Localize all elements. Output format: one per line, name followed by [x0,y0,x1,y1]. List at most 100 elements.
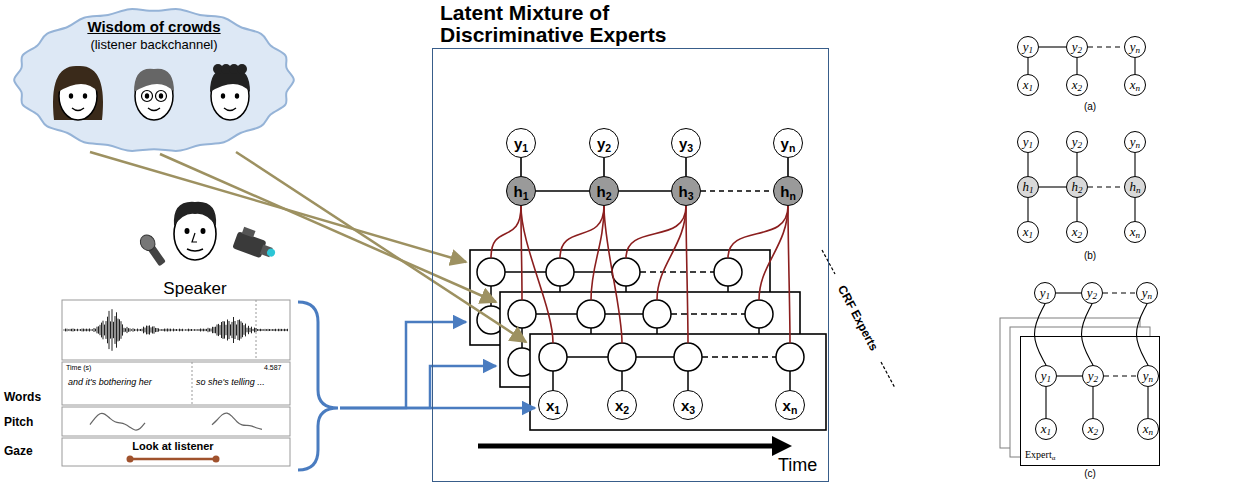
drawing-part [213,456,220,463]
drawing-part [62,438,290,466]
variable-letter: x [1072,77,1078,92]
variable-name: yn [1130,134,1140,150]
variable-index: 2 [1078,185,1083,195]
row-label: Gaze [4,444,33,458]
model-edge [1039,46,1066,47]
model-edge [619,190,671,192]
model-edge [1027,198,1028,221]
variable-letter: y [1130,134,1136,149]
listener-face [210,64,250,120]
variable-name: h1 [1022,179,1033,195]
variable-index: 2 [1094,427,1099,437]
variable-name: hn [1129,179,1140,195]
mixture-link [728,206,788,258]
variable-letter: h [513,183,522,200]
variable-letter: h [678,183,687,200]
variable-letter: y [1130,39,1136,54]
model-edge [1088,186,1124,187]
model-edge [1103,292,1136,293]
variable-node: x1 [1017,74,1039,96]
variable-name: y1 [1041,368,1051,384]
state-circle [508,300,536,328]
variable-name: y1 [514,135,528,152]
variable-index: 2 [1078,230,1083,240]
variable-letter: x [783,397,791,414]
variable-name: xn [783,397,798,414]
variable-letter: x [1130,77,1136,92]
state-circle [714,258,742,286]
model-edge [603,158,605,176]
variable-index: 2 [606,189,612,201]
variable-letter: x [1041,421,1047,436]
model-edge [1076,58,1077,74]
transcript-text: and it's bothering her [68,377,152,387]
drawing-part [145,93,149,99]
variable-index: 2 [1093,291,1098,301]
variable-letter: y [679,135,687,152]
variable-name: yn [1142,285,1152,301]
drawing-part [242,227,256,238]
variable-letter: x [1072,224,1078,239]
drawing-part [62,300,290,360]
state-circle [643,300,671,328]
model-edge [1027,58,1028,74]
gaze-bar [127,456,220,463]
model-edge [1134,198,1135,221]
mixture-link [560,206,604,258]
pitch-line [212,413,262,429]
variable-index: 1 [1029,185,1034,195]
variable-node: y2 [589,128,619,158]
variable-name: y2 [597,135,611,152]
variable-name: y2 [1087,285,1097,301]
mixture-link [591,206,604,300]
drawing-part [130,458,216,461]
speaker-label: Speaker [163,279,226,299]
variable-index: 3 [689,403,695,415]
variable-name: x1 [1023,77,1033,93]
variable-letter: y [514,135,522,152]
variable-index: n [1136,45,1141,55]
variable-node: yn [1124,131,1146,153]
variable-index: 1 [1047,374,1052,384]
variable-index: n [1136,83,1141,93]
drawing-part [201,228,206,234]
variable-name: y3 [679,135,693,152]
variable-index: n [1149,427,1154,437]
variable-node: y2 [1066,131,1088,153]
variable-name: x3 [681,397,695,414]
row-label: Pitch [4,415,33,429]
variable-name: h1 [513,183,528,200]
observation-link [621,371,623,391]
drawing-part [83,93,87,99]
mixture-link [604,206,622,343]
variable-name: x1 [546,397,560,414]
model-edge [701,190,773,192]
cloud-heading: Wisdom of crowds [8,18,300,36]
variable-node: x1 [1035,418,1057,440]
crowd-cloud: Wisdom of crowds(listener backchannel) [8,2,300,158]
model-edge [1039,186,1066,187]
mixture-arc [1081,304,1093,365]
drawing-part [237,64,247,74]
chain-link [505,271,546,273]
chain-link [567,356,608,358]
crf-expert [521,206,826,430]
variable-node: y1 [506,128,536,158]
variable-index: 1 [1029,45,1034,55]
variable-letter: h [1022,179,1029,194]
variable-node: x2 [1066,221,1088,243]
model-panel: Latent Mixture of Discriminative Experts… [432,2,829,482]
drawing-part [236,152,526,342]
model-edge [1076,198,1077,221]
pitch-contour [90,413,262,430]
state-circle [674,343,702,371]
variable-name: yn [1130,39,1140,55]
expert-box: Expertαy1y2ynx1x2xn [1020,336,1160,466]
variable-node: y1 [1017,131,1039,153]
mixture-link [491,206,521,258]
drawing-part [156,91,167,102]
variable-letter: x [615,397,623,414]
variable-letter: h [1129,179,1136,194]
mixture-link [626,206,686,258]
mixture-arc [1034,304,1046,365]
